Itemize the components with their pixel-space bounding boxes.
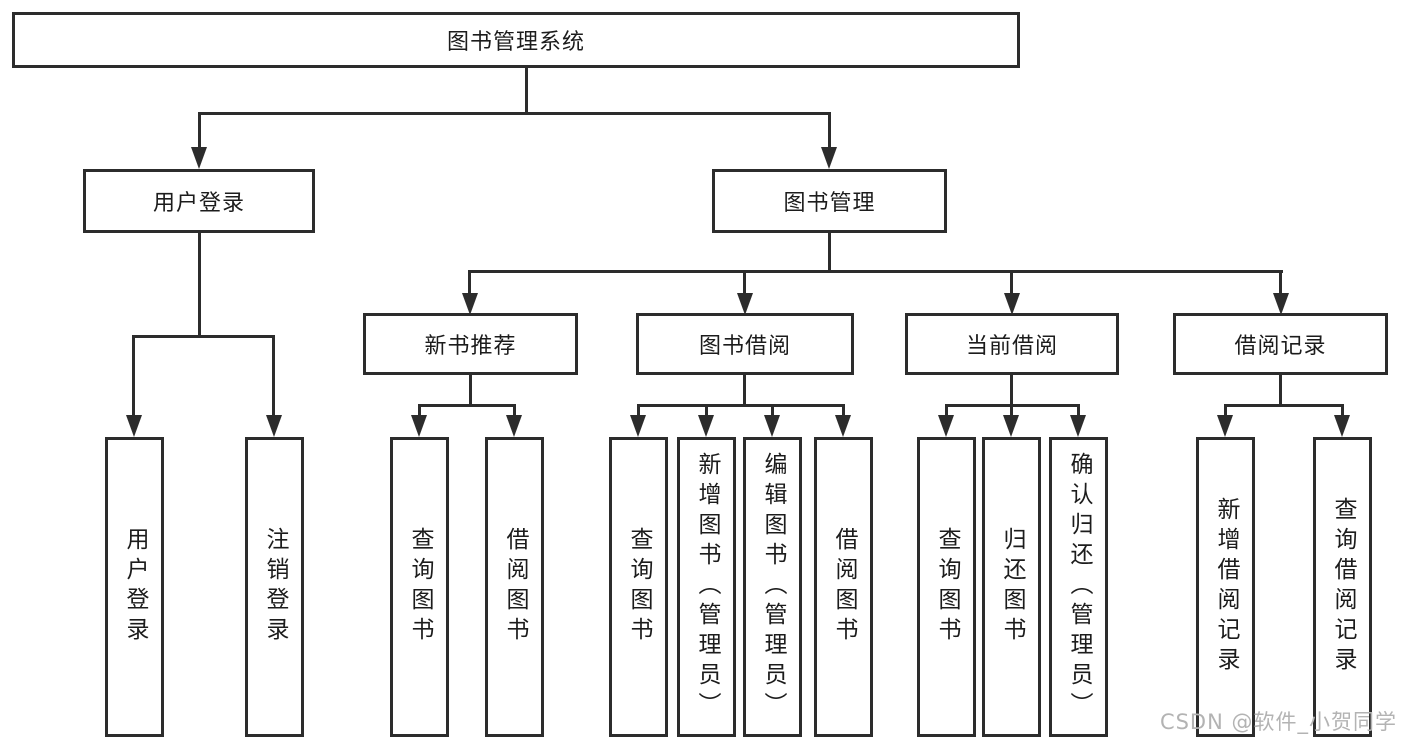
leaf-label: 用户登录 [122, 527, 148, 647]
connector-line [1279, 375, 1282, 407]
leaf-label: 查询图书 [626, 527, 652, 647]
connector-line [272, 335, 275, 419]
node-label: 借阅记录 [1234, 334, 1327, 359]
arrow-down-icon [1217, 415, 1233, 437]
leaf-logout: 注销登录 [245, 437, 304, 737]
leaf-label: 注销登录 [262, 527, 288, 647]
leaf-label: 确认归还（管理员） [1066, 452, 1092, 722]
connector-line [1077, 404, 1080, 418]
arrow-down-icon [835, 415, 851, 437]
connector-line [198, 233, 201, 338]
connector-line [637, 404, 640, 418]
leaf-label: 借阅图书 [502, 527, 528, 647]
connector-line [1224, 404, 1344, 407]
connector-line [199, 112, 830, 115]
node-borrowing-records: 借阅记录 [1173, 313, 1388, 375]
arrow-down-icon [126, 415, 142, 437]
arrow-down-icon [1003, 415, 1019, 437]
arrow-down-icon [737, 293, 753, 315]
arrow-down-icon [764, 415, 780, 437]
connector-line [133, 335, 275, 338]
node-user-login: 用户登录 [83, 169, 315, 233]
arrow-down-icon [821, 147, 837, 169]
leaf-label: 新增图书（管理员） [694, 452, 720, 722]
watermark: CSDN @软件_小贺同学 [1159, 710, 1397, 734]
connector-line [132, 335, 135, 419]
connector-line [469, 375, 472, 407]
leaf-label: 借阅图书 [831, 527, 857, 647]
connector-line [198, 112, 201, 150]
arrow-down-icon [938, 415, 954, 437]
connector-line [1010, 270, 1013, 296]
leaf-borrow-books-recommend: 借阅图书 [485, 437, 544, 737]
node-library-management-system: 图书管理系统 [12, 12, 1020, 68]
connector-line [468, 270, 471, 296]
arrow-down-icon [266, 415, 282, 437]
connector-line [828, 233, 831, 273]
leaf-return-books: 归还图书 [982, 437, 1041, 737]
leaf-user-login: 用户登录 [105, 437, 164, 737]
node-label: 图书借阅 [698, 334, 791, 359]
connector-line [771, 404, 774, 418]
arrow-down-icon [1004, 293, 1020, 315]
leaf-confirm-return-admin: 确认归还（管理员） [1049, 437, 1108, 737]
connector-line [418, 404, 421, 418]
arrow-down-icon [506, 415, 522, 437]
arrow-down-icon [1273, 293, 1289, 315]
node-label: 当前借阅 [965, 334, 1058, 359]
connector-line [1010, 404, 1013, 418]
arrow-down-icon [191, 147, 207, 169]
connector-line [637, 404, 845, 407]
leaf-query-books-borrowing: 查询图书 [609, 437, 668, 737]
leaf-label: 查询借阅记录 [1330, 497, 1356, 677]
leaf-label: 新增借阅记录 [1213, 497, 1239, 677]
arrow-down-icon [630, 415, 646, 437]
connector-line [842, 404, 845, 418]
connector-line [513, 404, 516, 418]
node-label: 图书管理系统 [446, 30, 585, 55]
leaf-label: 查询图书 [934, 527, 960, 647]
node-new-book-recommendation: 新书推荐 [363, 313, 578, 375]
connector-line [1010, 375, 1013, 407]
leaf-label: 编辑图书（管理员） [760, 452, 786, 722]
connector-line [828, 112, 831, 150]
node-current-borrowing: 当前借阅 [905, 313, 1119, 375]
arrow-down-icon [1334, 415, 1350, 437]
node-book-borrowing: 图书借阅 [636, 313, 854, 375]
arrow-down-icon [411, 415, 427, 437]
connector-line [1279, 270, 1282, 296]
leaf-add-borrow-record: 新增借阅记录 [1196, 437, 1255, 737]
leaf-query-borrow-record: 查询借阅记录 [1313, 437, 1372, 737]
connector-line [418, 404, 516, 407]
leaf-borrow-books: 借阅图书 [814, 437, 873, 737]
connector-line [470, 270, 1283, 273]
node-label: 图书管理 [783, 191, 876, 216]
node-label: 新书推荐 [424, 334, 517, 359]
connector-line [705, 404, 708, 418]
connector-line [1224, 404, 1227, 418]
arrow-down-icon [1070, 415, 1086, 437]
connector-line [1341, 404, 1344, 418]
leaf-label: 归还图书 [999, 527, 1025, 647]
leaf-label: 查询图书 [407, 527, 433, 647]
connector-line [945, 404, 948, 418]
node-label: 用户登录 [152, 191, 245, 216]
leaf-query-books-current: 查询图书 [917, 437, 976, 737]
node-book-management: 图书管理 [712, 169, 947, 233]
leaf-query-books-recommend: 查询图书 [390, 437, 449, 737]
connector-line [743, 270, 746, 296]
arrow-down-icon [698, 415, 714, 437]
arrow-down-icon [462, 293, 478, 315]
leaf-add-books-admin: 新增图书（管理员） [677, 437, 736, 737]
leaf-edit-books-admin: 编辑图书（管理员） [743, 437, 802, 737]
connector-line [525, 68, 528, 115]
connector-line [743, 375, 746, 407]
